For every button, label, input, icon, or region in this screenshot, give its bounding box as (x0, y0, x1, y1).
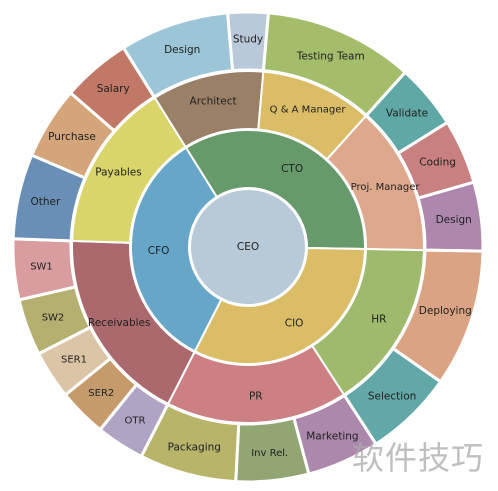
label-otr-outer: OTR (125, 416, 146, 427)
label-coding-outer: Coding (419, 157, 456, 169)
label-packaging-outer: Packaging (168, 441, 221, 453)
segment-ceo[interactable] (189, 188, 307, 306)
label-validate-outer: Validate (386, 108, 428, 120)
label-testing-team-outer: Testing Team (296, 51, 365, 63)
label-proj-manager: Proj. Manager (351, 182, 421, 193)
label-pr: PR (249, 390, 263, 402)
label-marketing-outer: Marketing (306, 431, 358, 443)
label-cto: CTO (281, 163, 303, 175)
label-ser2-outer: SER2 (88, 388, 114, 399)
label-ceo: CEO (237, 241, 259, 253)
label-inv-rel-outer: Inv Rel. (251, 448, 288, 459)
label-salary-outer: Salary (97, 83, 130, 95)
label-cio: CIO (285, 318, 304, 330)
label-payables: Payables (95, 166, 141, 178)
label-architect: Architect (190, 96, 237, 108)
label-sw1-outer: SW1 (30, 261, 53, 272)
label-design-outer: Design (436, 214, 472, 226)
label-receivables: Receivables (88, 317, 151, 329)
label-selection-outer: Selection (368, 390, 416, 402)
watermark: 软件技巧 (352, 439, 485, 477)
label-cfo: CFO (148, 245, 170, 257)
label-q-a-manager: Q & A Manager (270, 104, 347, 115)
label-other-outer: Other (30, 196, 60, 208)
label-design-outer: Design (164, 44, 200, 56)
label-sw2-outer: SW2 (42, 313, 65, 324)
label-deploying-outer: Deploying (419, 305, 472, 317)
label-ser1-outer: SER1 (61, 355, 87, 366)
label-purchase-outer: Purchase (48, 131, 96, 143)
label-study-outer: Study (233, 34, 263, 46)
label-hr: HR (371, 314, 386, 326)
segment-cto[interactable] (184, 129, 366, 251)
